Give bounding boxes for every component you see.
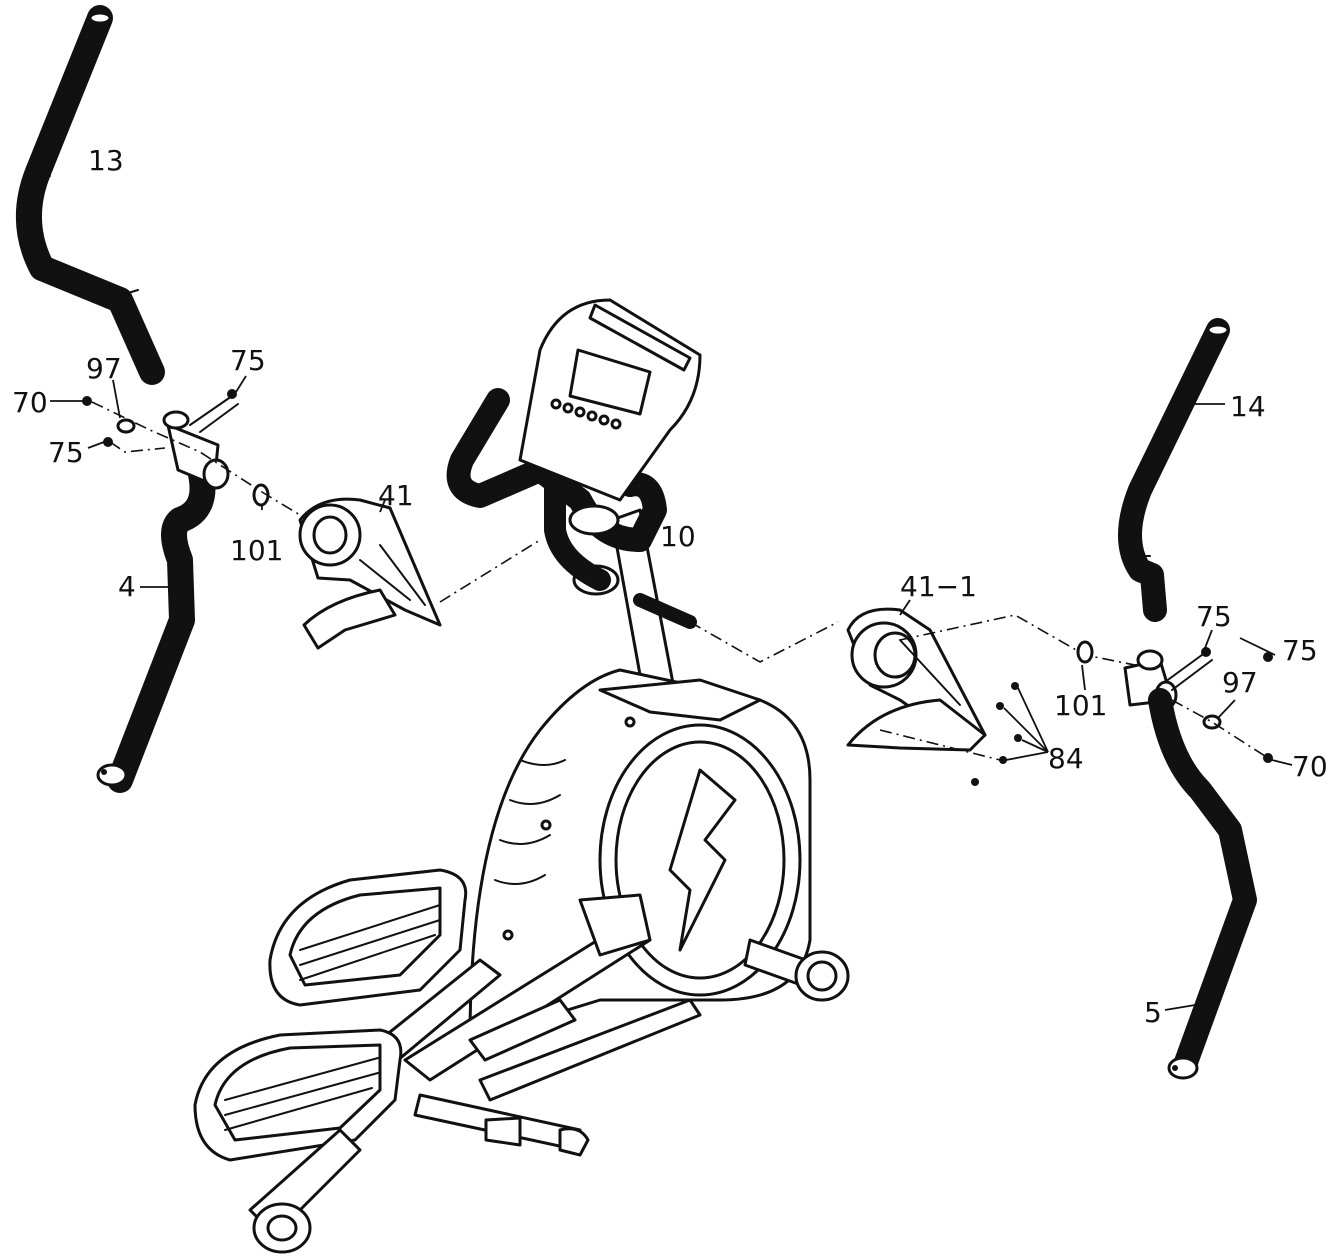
console-display-unit	[518, 298, 702, 502]
label-41: 41	[378, 479, 414, 512]
arm-foot-bracket	[96, 763, 128, 787]
rear-stabilizer	[743, 938, 850, 1002]
bolt-75-right-outer	[1263, 652, 1273, 662]
label-101-left: 101	[230, 534, 283, 567]
washer-101-right	[1076, 640, 1094, 664]
label-75-right-outer: 75	[1282, 634, 1318, 667]
part-labels: 13 14 97 75 70 75 101 41 4 10 41−1 75 75…	[12, 144, 1328, 1029]
label-84: 84	[1048, 742, 1084, 775]
bolt-70-left	[82, 396, 92, 406]
console-mast	[446, 388, 682, 732]
label-70-left: 70	[12, 386, 48, 419]
right-upper-handlebar	[1118, 318, 1230, 622]
label-14: 14	[1230, 390, 1266, 423]
upper-foot-pedal	[268, 868, 468, 1007]
label-70-right: 70	[1292, 750, 1328, 783]
console-buttons	[550, 398, 622, 430]
left-upper-handlebar	[15, 5, 165, 385]
label-101-right: 101	[1054, 689, 1107, 722]
bolt-75-left-lower	[103, 437, 113, 447]
left-lower-arm	[96, 457, 216, 793]
label-41-1: 41−1	[900, 570, 977, 603]
label-13: 13	[88, 144, 124, 177]
right-lower-arm	[1148, 688, 1257, 1080]
label-4: 4	[118, 570, 136, 603]
tube-end-cap	[88, 11, 112, 25]
left-shroud	[298, 497, 442, 650]
label-10: 10	[660, 520, 696, 553]
label-75-right-inner: 75	[1196, 600, 1232, 633]
label-75-left-upper: 75	[230, 344, 266, 377]
label-97-left: 97	[86, 352, 122, 385]
front-wheel	[248, 1128, 362, 1254]
lower-foot-pedal	[193, 1028, 403, 1162]
mast-hub	[568, 504, 620, 536]
console-screen	[568, 348, 652, 416]
label-97-right: 97	[1222, 666, 1258, 699]
left-fasteners	[82, 389, 270, 507]
label-5: 5	[1144, 996, 1162, 1029]
bolt-75-left-upper	[227, 389, 237, 399]
right-fasteners	[1076, 629, 1293, 766]
label-75-left-lower: 75	[48, 436, 84, 469]
flywheel-cover	[598, 723, 802, 997]
bolt-70-right	[1263, 753, 1273, 763]
washer-97-left	[116, 418, 136, 434]
right-shroud	[846, 607, 987, 752]
shroud-screws-84	[971, 682, 1049, 786]
